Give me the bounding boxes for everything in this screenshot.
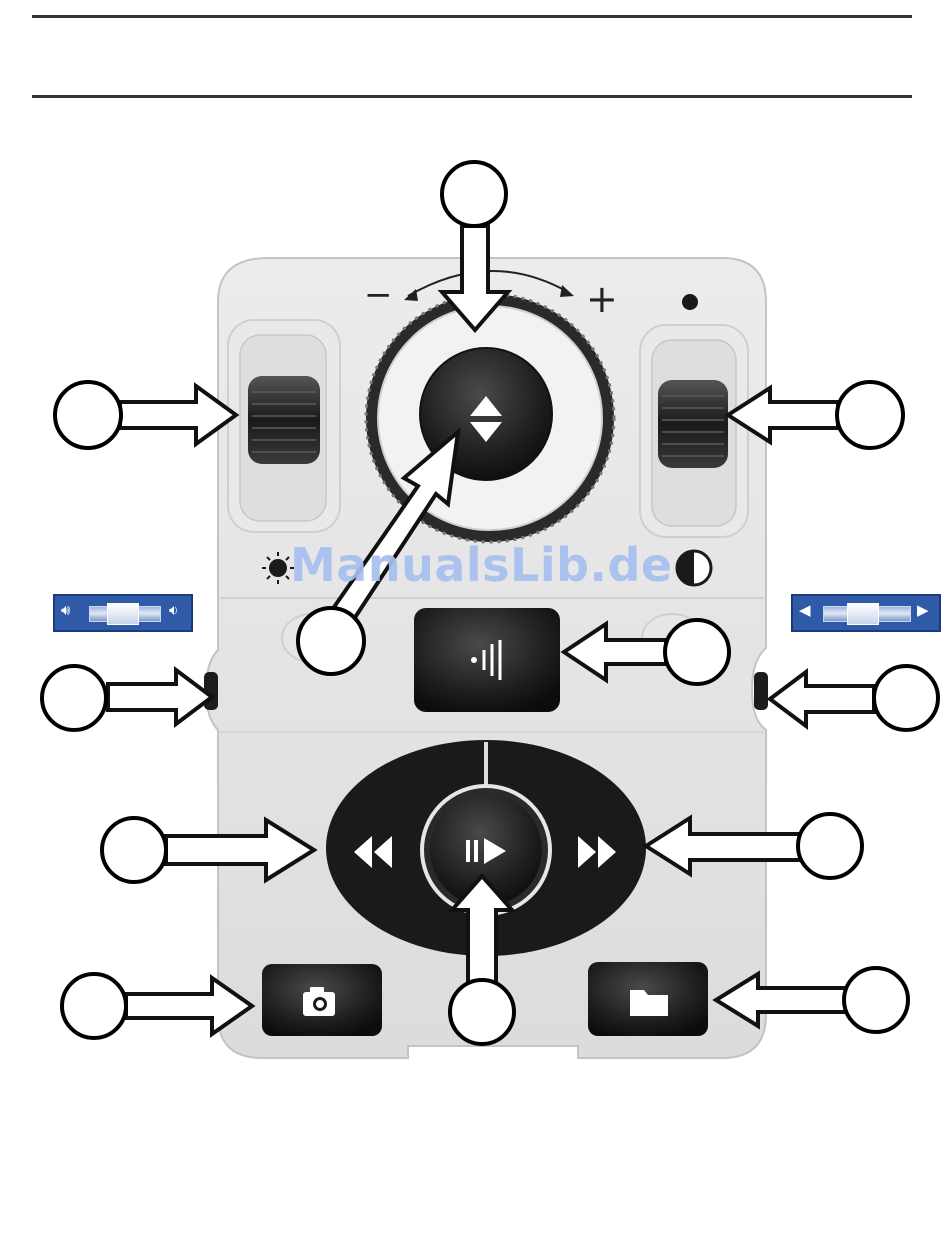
speed-slider-thumb <box>847 603 879 625</box>
speaker-loud-icon: 🔊︎ <box>61 601 70 619</box>
callout-circle-forward <box>798 814 862 878</box>
callout-arrow-right-side <box>770 672 874 726</box>
callout-circle-contrast <box>837 382 903 448</box>
forward-button[interactable] <box>560 790 640 910</box>
dial-plus-label: + <box>586 277 618 321</box>
volume-slider-badge: 🔊︎ 🔉︎ <box>53 594 193 632</box>
callout-circle-folder <box>844 968 908 1032</box>
callout-circle-speech <box>665 620 729 684</box>
brightness-thumbwheel[interactable] <box>228 320 340 532</box>
callout-arrow-left-side <box>108 670 212 724</box>
callout-circle-rewind <box>102 818 166 882</box>
power-indicator <box>682 294 698 310</box>
callout-circle-camera <box>62 974 126 1038</box>
arrow-left-icon: ◀ <box>799 601 811 619</box>
callout-circle-brightness <box>55 382 121 448</box>
half-circle-icon <box>677 551 711 585</box>
callout-circle-right-side <box>874 666 938 730</box>
callout-circle-dial-center <box>298 608 364 674</box>
right-side-knob[interactable] <box>754 672 768 710</box>
rewind-button-hit[interactable] <box>330 790 410 910</box>
contrast-thumbwheel[interactable] <box>640 325 748 537</box>
callout-circle-left-side <box>42 666 106 730</box>
speed-slider-badge: ◀ ▶ <box>791 594 941 632</box>
volume-slider-thumb <box>107 603 139 625</box>
speaker-soft-icon: 🔉︎ <box>169 601 178 619</box>
callout-circle-dial <box>442 162 506 226</box>
dial-minus-label: − <box>364 275 393 315</box>
callout-circle-play <box>450 980 514 1044</box>
arrow-right-icon: ▶ <box>917 601 929 619</box>
speech-button[interactable] <box>414 608 560 712</box>
